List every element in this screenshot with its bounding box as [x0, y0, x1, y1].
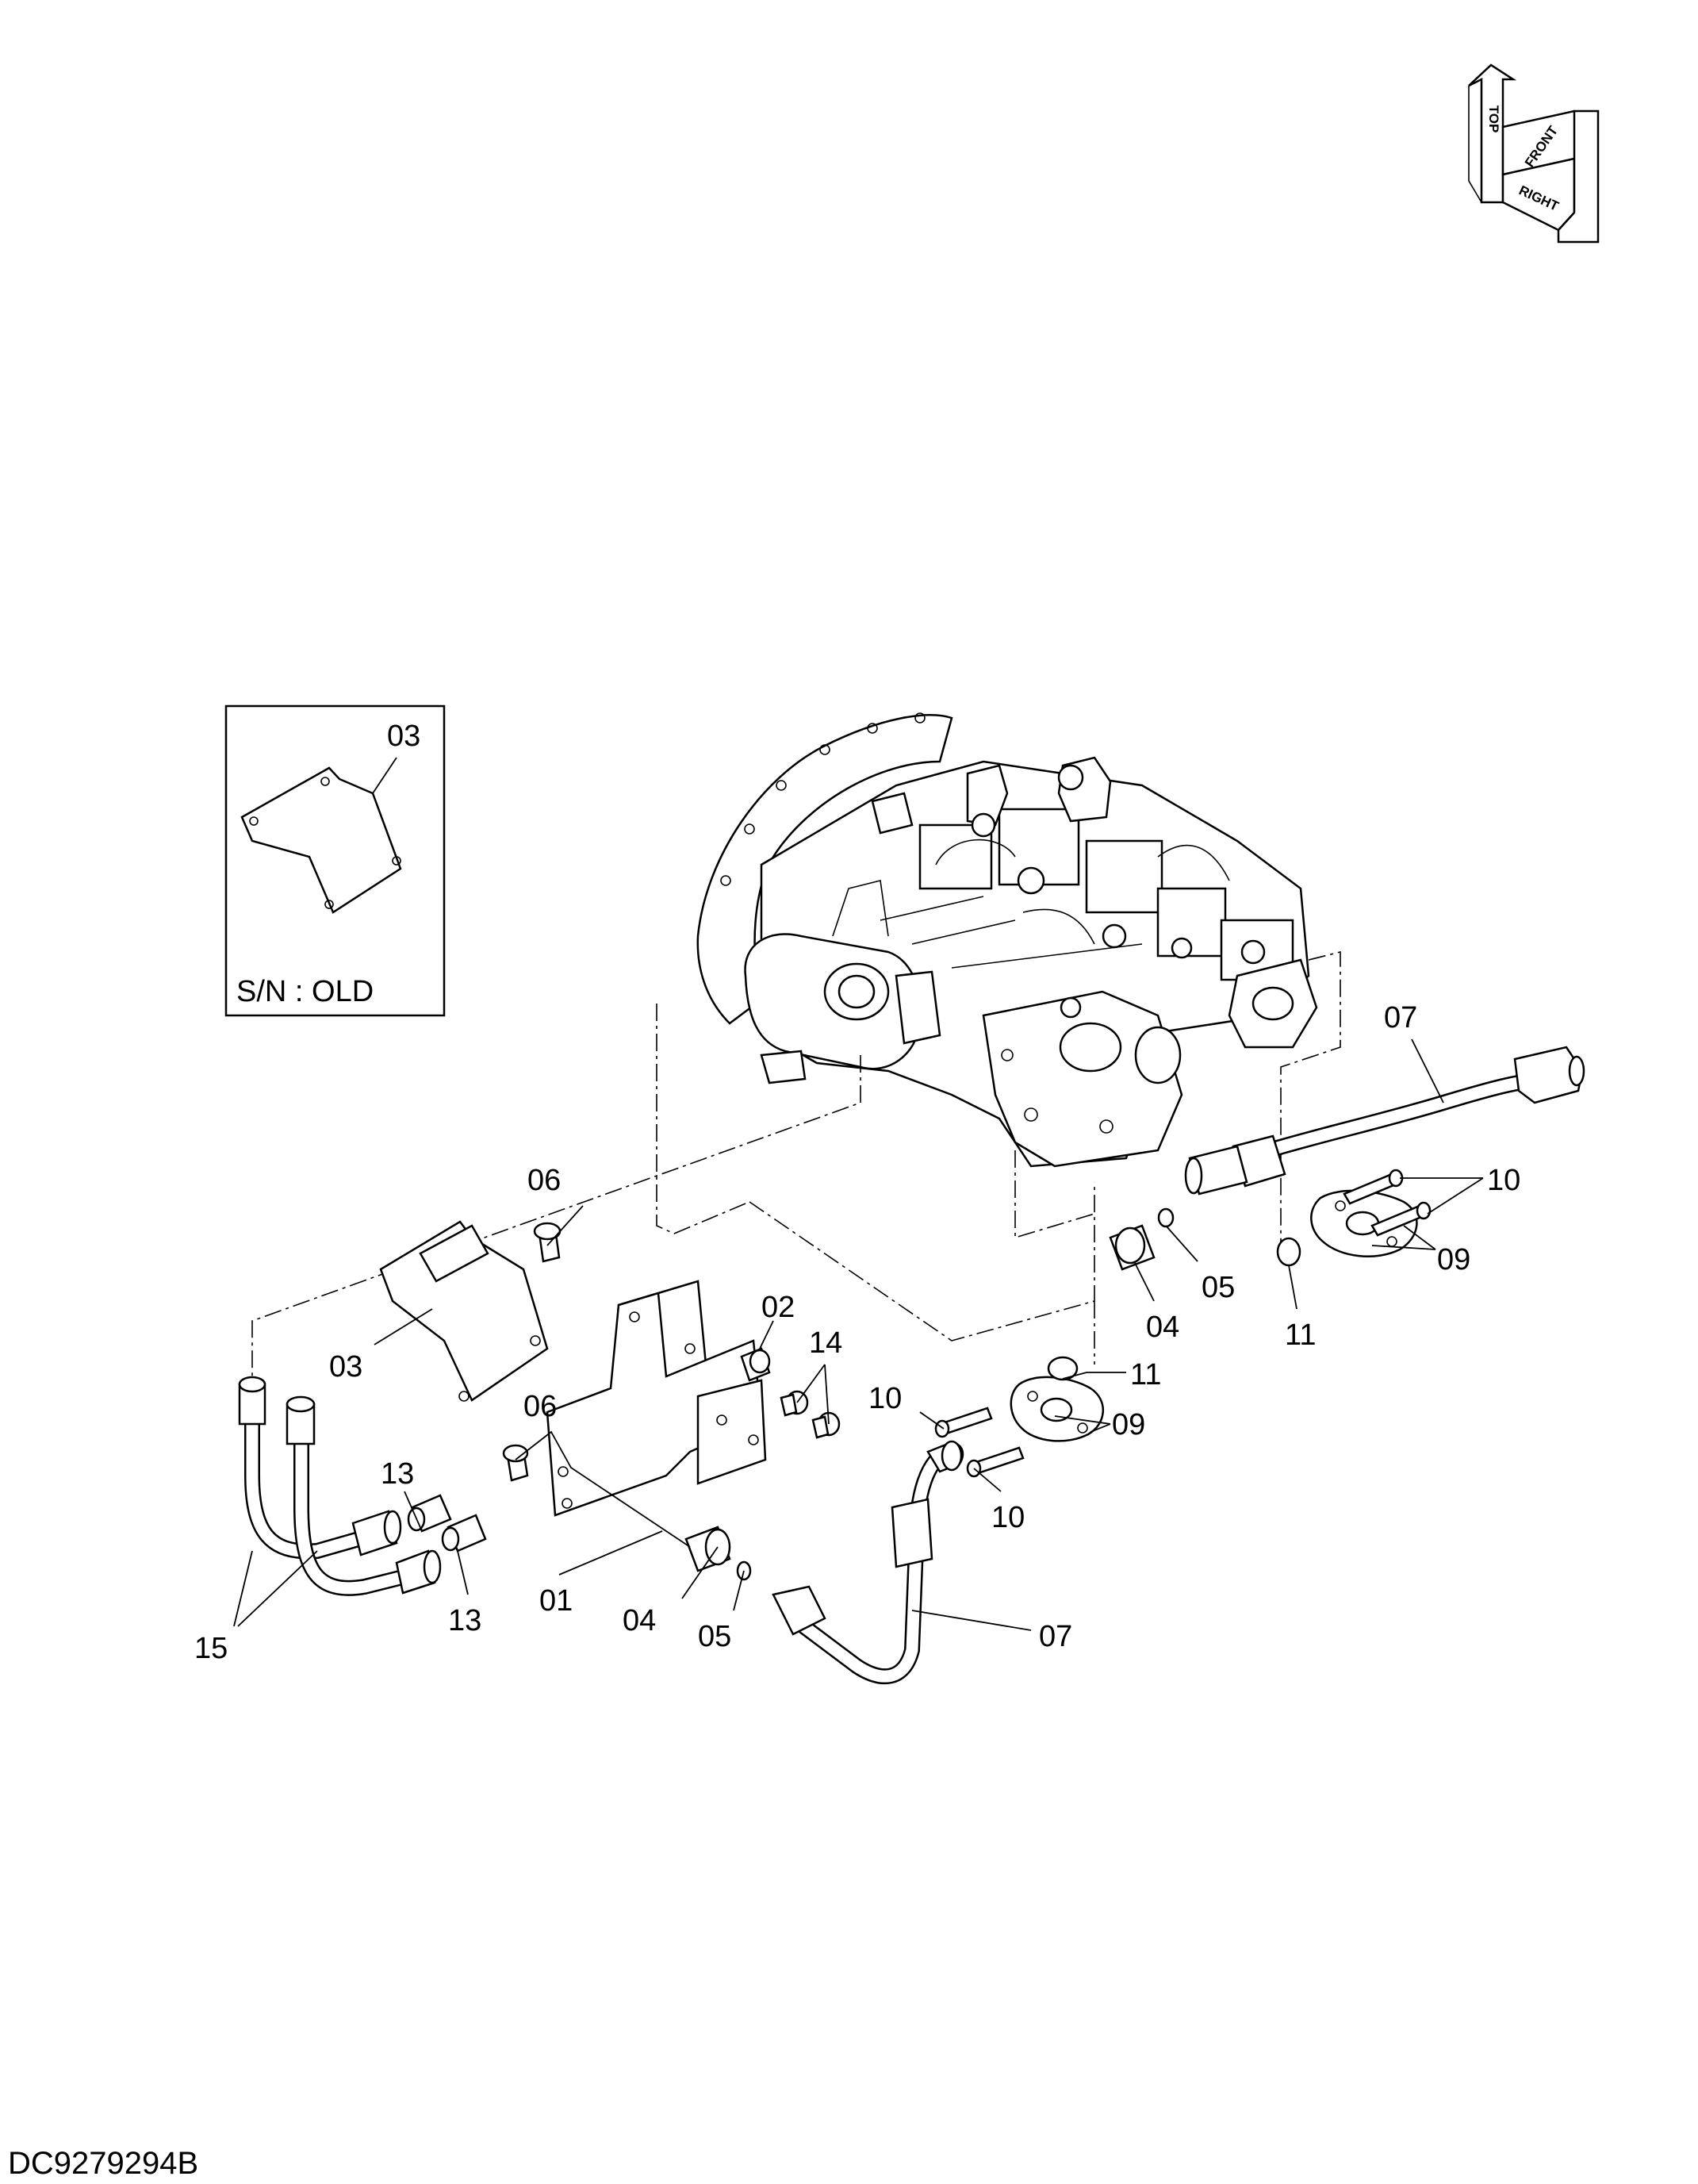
- callout-07-upper: 07: [1384, 1001, 1417, 1034]
- split-flange-09-lower: [1010, 1376, 1104, 1442]
- callout-13-lower: 13: [448, 1604, 481, 1637]
- callout-11-upper: 11: [1285, 1318, 1316, 1352]
- bolt-10-lower-b: [966, 1446, 1025, 1478]
- hose-07-lower: [772, 1440, 964, 1684]
- callout-07-lower: 07: [1039, 1620, 1072, 1653]
- drawing-code: DC9279294B: [8, 2146, 198, 2181]
- callout-01: 01: [539, 1584, 573, 1618]
- o-ring-05-upper: [1157, 1207, 1175, 1228]
- inset-old-bracket: 03 S/N : OLD: [224, 704, 446, 1017]
- callout-labels: 01 02 03 04 04 05 05 06 06 07 07 09 09 1…: [194, 1001, 1520, 1665]
- bracket-03: [379, 1220, 549, 1402]
- callout-06-lower: 06: [523, 1390, 557, 1423]
- callout-04-upper: 04: [1146, 1311, 1179, 1344]
- inset-caption: S/N : OLD: [236, 975, 374, 1008]
- hydraulic-pump-assembly: [696, 712, 1318, 1168]
- orientation-top-label: TOP: [1486, 106, 1501, 133]
- assembly-reference-lines: [251, 950, 1341, 1404]
- callout-10-lower: 10: [991, 1501, 1025, 1534]
- o-ring-11-lower: [1047, 1356, 1079, 1381]
- bolt-14-b: [811, 1411, 841, 1439]
- callout-09-lower: 09: [1112, 1408, 1145, 1441]
- callout-06-upper: 06: [527, 1164, 561, 1197]
- o-ring-11-upper: [1276, 1237, 1301, 1267]
- hoses-15: [238, 1376, 442, 1596]
- callout-10-upper: 10: [1487, 1164, 1520, 1197]
- callout-11-lower: 11: [1130, 1358, 1161, 1391]
- callout-04-lower: 04: [623, 1604, 656, 1637]
- callout-05-lower: 05: [698, 1620, 731, 1653]
- bolt-06-lower: [502, 1444, 529, 1482]
- bolt-06-upper: [533, 1222, 562, 1263]
- bolt-14-a: [780, 1390, 809, 1417]
- callout-14: 14: [809, 1326, 842, 1360]
- plug-04-lower: [684, 1526, 731, 1572]
- callout-10-lower-left: 10: [868, 1382, 902, 1415]
- orientation-indicator: TOP FRONT RIGHT: [1468, 63, 1600, 244]
- callout-09-upper: 09: [1437, 1243, 1470, 1276]
- callout-15: 15: [194, 1632, 228, 1665]
- leader-lines: [233, 1038, 1484, 1631]
- bolt-10-lower-a: [934, 1407, 993, 1438]
- bolt-02: [740, 1347, 771, 1382]
- callout-05-upper: 05: [1202, 1271, 1235, 1304]
- callout-03: 03: [329, 1350, 362, 1384]
- inset-part-label: 03: [387, 720, 420, 753]
- adapter-13-b: [441, 1514, 487, 1553]
- bracket-01: [546, 1280, 767, 1517]
- callout-13-upper: 13: [381, 1457, 414, 1491]
- callout-02: 02: [761, 1291, 795, 1324]
- hose-07-upper: [1184, 1046, 1585, 1196]
- plug-04-upper: [1109, 1224, 1156, 1271]
- bolt-10-upper-b: [1370, 1201, 1432, 1237]
